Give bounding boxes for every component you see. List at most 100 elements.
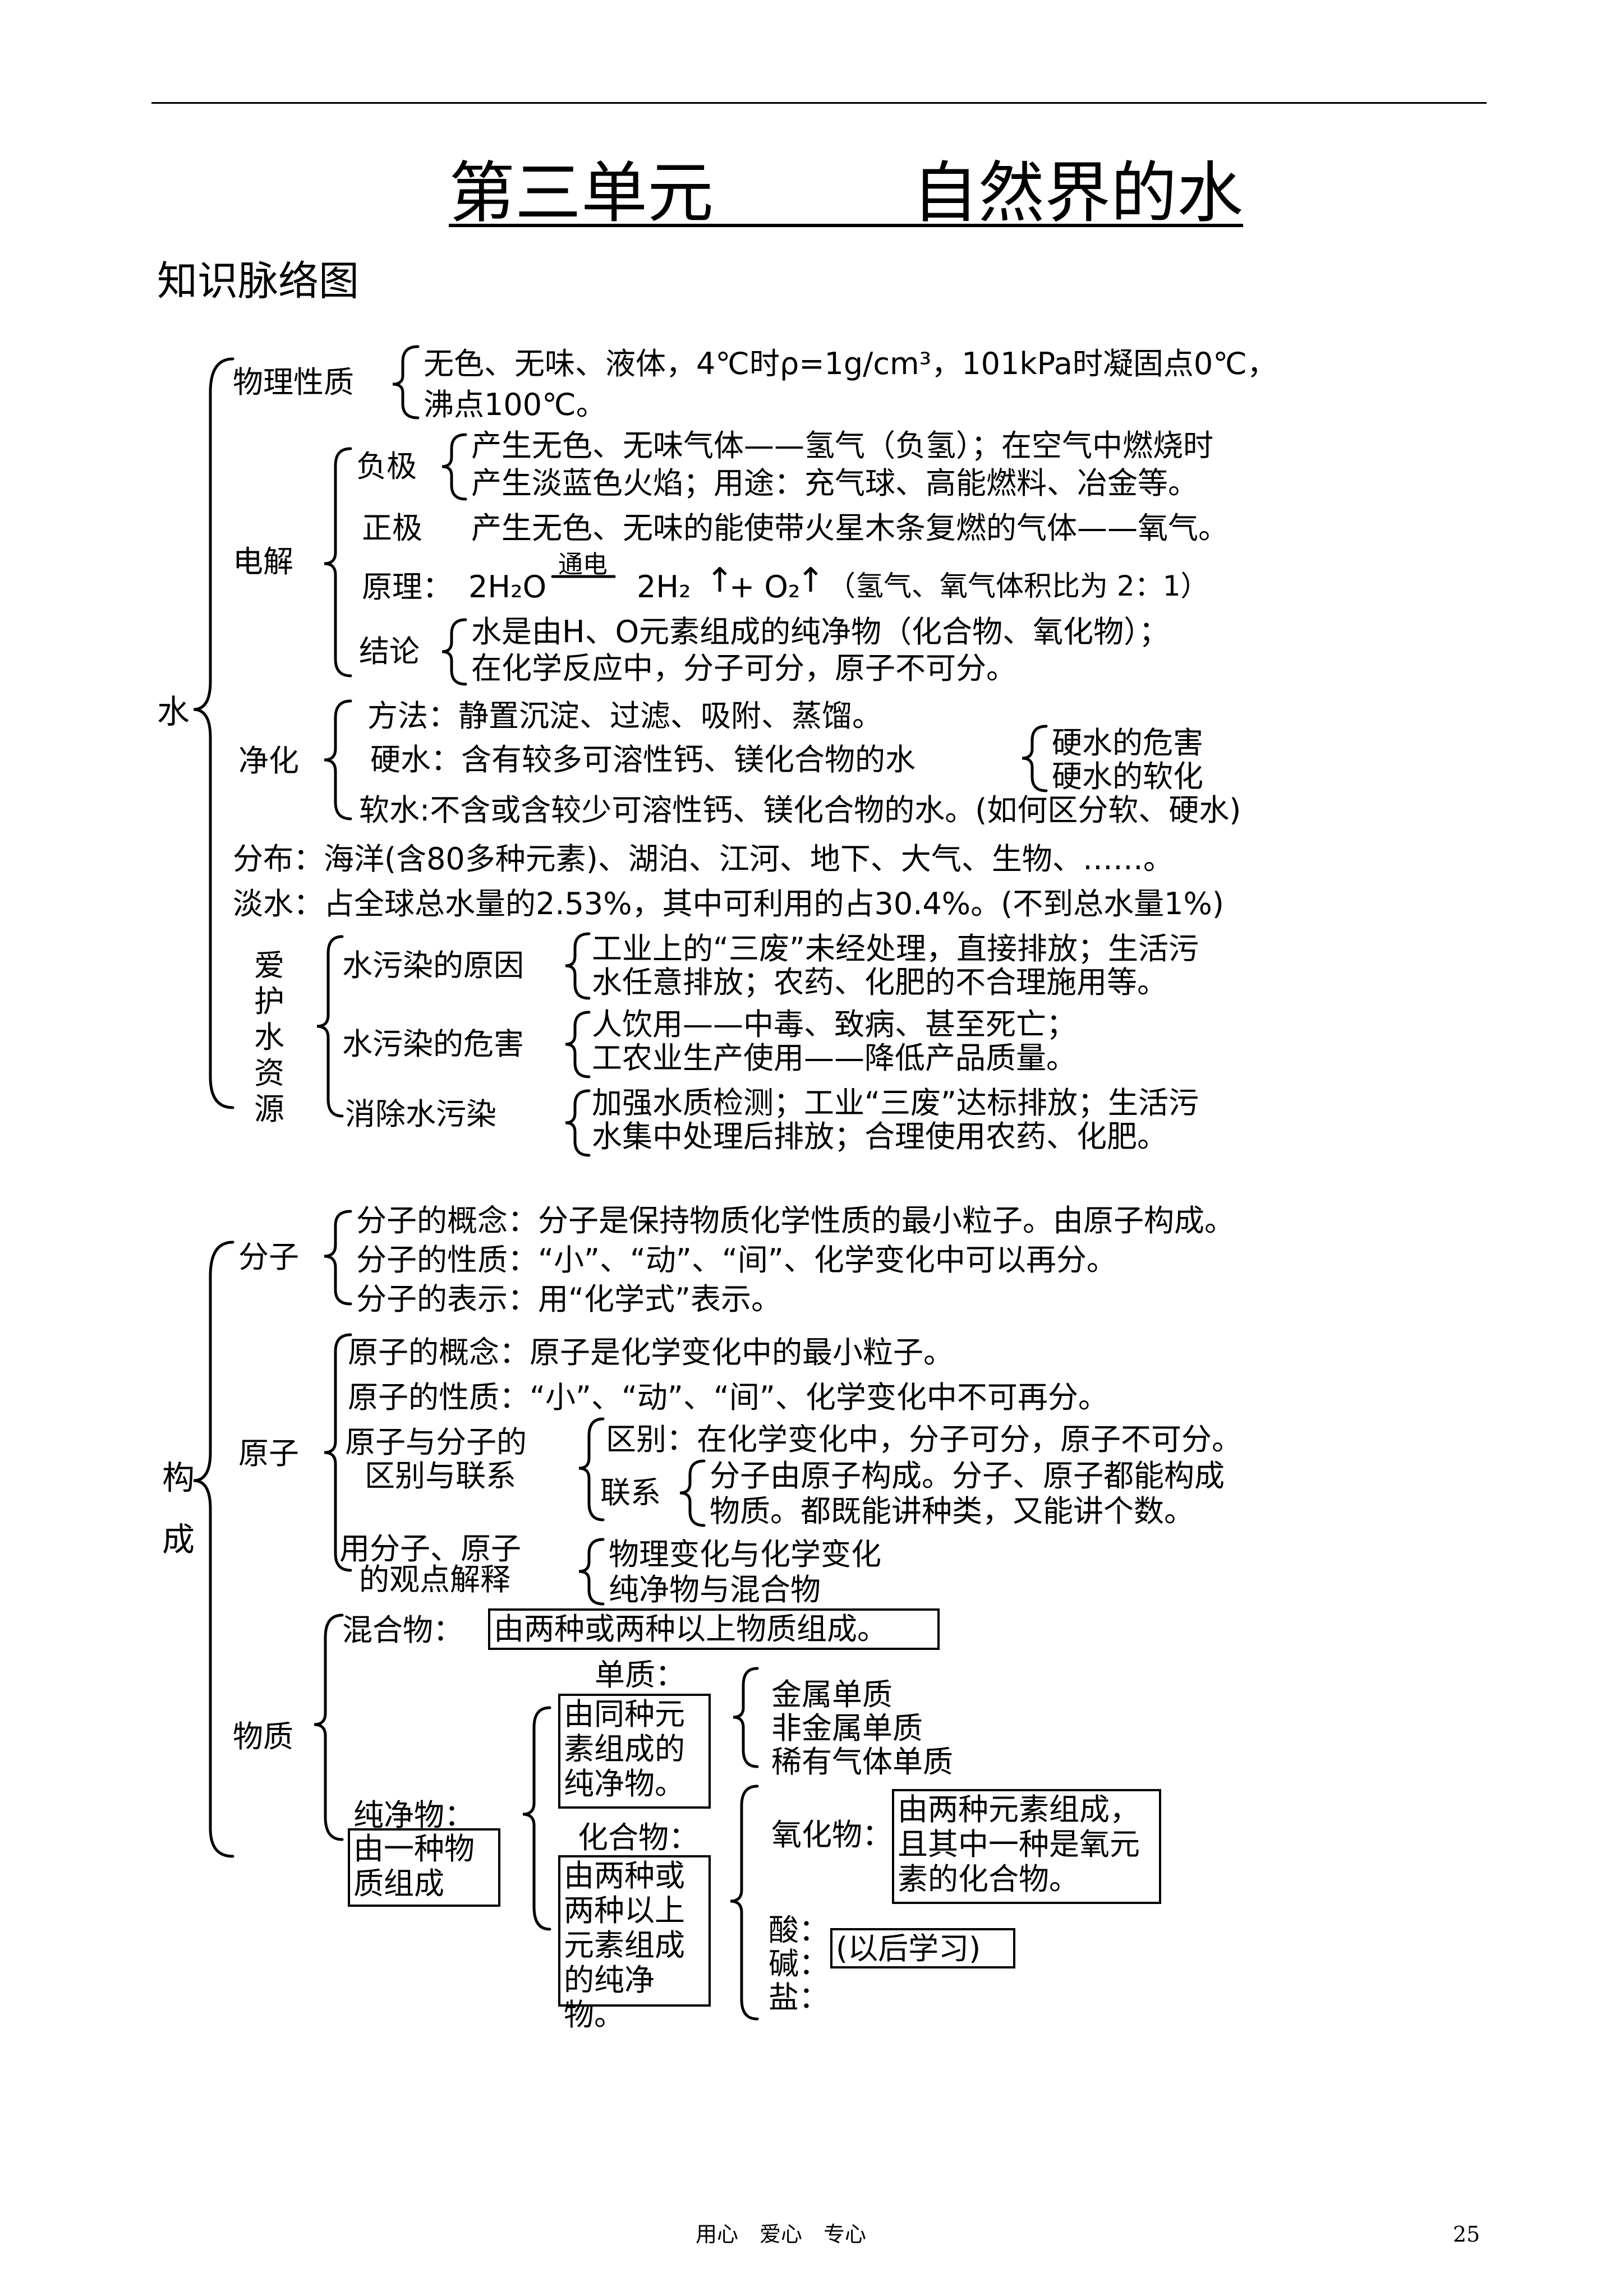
harm-line2: 工农业生产使用——降低产品质量。 (592, 1040, 1076, 1076)
brace-compound (730, 1785, 759, 2021)
brace-explain (578, 1538, 605, 1606)
hydrogen-arrow-up: ↑ (706, 561, 734, 600)
footer-motto: 用心 爱心 专心 (696, 2222, 867, 2247)
oxide-label: 氧化物： (771, 1817, 892, 1852)
brace-atom (324, 1333, 352, 1572)
cause-label: 水污染的原因 (342, 948, 524, 983)
principle-note: （氢气、氧气体积比为 2：1） (827, 570, 1209, 602)
purify-method: 方法：静置沉淀、过滤、吸附、蒸馏。 (367, 698, 882, 734)
mixture-box: 由两种或两种以上物质组成。 (488, 1608, 940, 1650)
brace-conclusion (441, 618, 467, 686)
water-root: 水 (157, 693, 190, 731)
purify-label: 净化 (238, 743, 299, 778)
atom-property: 原子的性质：“小”、“动”、“间”、化学变化中不可再分。 (348, 1380, 1108, 1415)
brace-water (193, 357, 234, 1109)
cause-line1: 工业上的“三废”未经处理，直接排放；生活污 (592, 931, 1199, 966)
brace-electrolysis (324, 447, 352, 677)
compose-root: 构成 (162, 1459, 195, 1559)
conclusion-label: 结论 (359, 634, 420, 669)
molecule-label: 分子 (238, 1239, 299, 1275)
compound-label: 化合物： (578, 1820, 699, 1855)
distribution: 分布：海洋(含80多种元素)、湖泊、江河、地下、大气、生物、……。 (233, 841, 1174, 877)
link-line1: 分子由原子构成。分子、原子都能构成 (710, 1458, 1225, 1493)
conclusion-line2: 在化学反应中，分子可分，原子不可分。 (471, 651, 1016, 686)
negative-line2: 产生淡蓝色火焰；用途：充气球、高能燃料、冶金等。 (471, 465, 1198, 501)
elim-label: 消除水污染 (345, 1096, 496, 1132)
molecule-concept: 分子的概念：分子是保持物质化学性质的最小粒子。由原子构成。 (356, 1203, 1235, 1238)
pure-label: 纯净物： (353, 1797, 475, 1833)
explain-label2: 的观点解释 (359, 1562, 510, 1597)
brace-pure (522, 1706, 551, 1931)
positive-text: 产生无色、无味的能使带火星木条复燃的气体——氧气。 (471, 510, 1229, 546)
brace-compose (193, 1241, 234, 1858)
relation-label2: 区别与联系 (365, 1458, 516, 1493)
fresh-water: 淡水：占全球总水量的2.53%，其中可利用的占30.4%。(不到总水量1%) (233, 886, 1224, 921)
brace-physical (392, 345, 420, 419)
element-box: 由同种元素组成的纯净物。 (558, 1694, 711, 1809)
pure-box: 由一种物质组成 (348, 1828, 500, 1907)
brace-molecule (324, 1210, 352, 1306)
conclusion-line1: 水是由H、O元素组成的纯净物（化合物、氧化物）； (471, 614, 1170, 649)
brace-elim (565, 1089, 591, 1157)
brace-negative (441, 433, 467, 501)
hard-soften: 硬水的软化 (1052, 759, 1203, 794)
negative-line1: 产生无色、无味气体——氢气（负氢）；在空气中燃烧时 (471, 428, 1213, 463)
electrolysis-label: 电解 (233, 544, 293, 579)
elim-line1: 加强水质检测；工业“三废”达标排放；生活污 (592, 1085, 1199, 1121)
physical-line2: 沸点100℃。 (424, 387, 606, 422)
principle-label: 原理： (362, 569, 453, 605)
link-line2: 物质。都既能讲种类，又能讲个数。 (710, 1493, 1194, 1529)
brace-purify (324, 699, 352, 820)
harm-line1: 人饮用——中毒、致病、甚至死亡； (592, 1007, 1076, 1042)
brace-hard (1022, 725, 1048, 792)
mixture-label: 混合物： (342, 1612, 463, 1648)
explain-line1: 物理变化与化学变化 (609, 1537, 881, 1572)
element-type-metal: 金属单质 (771, 1677, 892, 1712)
atom-diff: 区别：在化学变化中，分子可分，原子不可分。 (606, 1422, 1242, 1457)
element-label: 单质： (595, 1657, 686, 1693)
negative-label: 负极 (356, 449, 417, 484)
cause-line2: 水任意排放；农药、化肥的不合理施用等。 (592, 965, 1167, 1000)
later-box: (以后学习) (830, 1928, 1015, 1968)
element-type-nonmetal: 非金属单质 (771, 1711, 923, 1746)
physical-line1: 无色、无味、液体，4℃时ρ=1g/cm³，101kPa时凝固点0℃， (424, 346, 1277, 381)
salt-label: 盐： (769, 1980, 829, 2015)
principle-condition: 通电 (558, 550, 608, 579)
protect-label: 爱护水资源 (254, 948, 284, 1127)
hard-harm: 硬水的危害 (1052, 725, 1203, 760)
section-subtitle: 知识脉络图 (157, 257, 360, 305)
oxygen-arrow-up: ↑ (797, 561, 825, 600)
purify-hard: 硬水：含有较多可溶性钙、镁化合物的水 (370, 742, 915, 777)
principle-left: 2H₂O (468, 569, 547, 605)
relation-label1: 原子与分子的 (345, 1424, 527, 1460)
element-type-noble-gas: 稀有气体单质 (771, 1744, 953, 1779)
matter-label: 物质 (233, 1719, 293, 1754)
physical-label: 物理性质 (233, 365, 354, 400)
atom-label: 原子 (238, 1436, 299, 1471)
brace-cause (565, 932, 591, 1000)
oxide-box: 由两种元素组成，且其中一种是氧元素的化合物。 (892, 1789, 1161, 1904)
brace-matter (314, 1613, 344, 1841)
page-number: 25 (1453, 2222, 1480, 2247)
brace-harm (565, 1011, 591, 1078)
compound-box: 由两种或两种以上元素组成的纯净物。 (558, 1855, 711, 2032)
elim-line2: 水集中处理后排放；合理使用农药、化肥。 (592, 1119, 1167, 1154)
harm-label: 水污染的危害 (342, 1026, 524, 1062)
molecule-express: 分子的表示：用“化学式”表示。 (356, 1281, 781, 1317)
principle-plus: + O₂ (729, 569, 801, 605)
atom-concept: 原子的概念：原子是化学变化中的最小粒子。 (348, 1335, 954, 1370)
brace-relation (578, 1417, 605, 1522)
brace-link (679, 1459, 706, 1527)
base-label: 碱： (769, 1946, 829, 1981)
purify-soft: 软水:不含或含较少可溶性钙、镁化合物的水。(如何区分软、硬水) (359, 792, 1241, 828)
explain-label1: 用分子、原子 (339, 1531, 521, 1566)
header-rule (151, 102, 1487, 104)
acid-label: 酸： (769, 1912, 829, 1948)
explain-line2: 纯净物与混合物 (609, 1572, 821, 1607)
brace-protect (316, 935, 344, 1118)
brace-element (733, 1667, 759, 1768)
principle-right1: 2H₂ (637, 569, 691, 605)
molecule-property: 分子的性质：“小”、“动”、“间”、化学变化中可以再分。 (356, 1242, 1117, 1278)
positive-label: 正极 (362, 510, 422, 546)
